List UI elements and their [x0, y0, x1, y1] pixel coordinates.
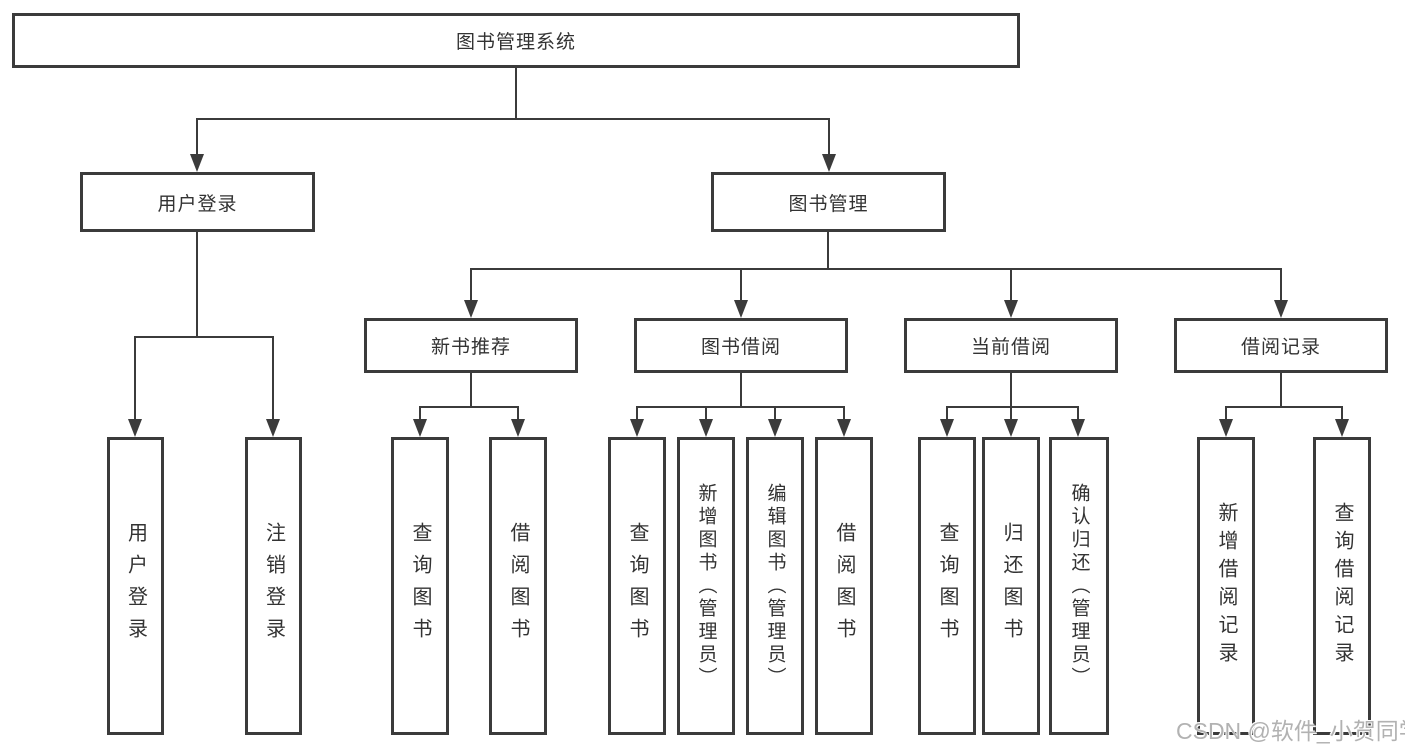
connector-line — [843, 406, 845, 421]
node-book-management: 图书管理 — [711, 172, 946, 232]
node-user-login: 用户登录 — [80, 172, 315, 232]
arrow-down-icon — [266, 419, 280, 437]
node-library-management-system: 图书管理系统 — [12, 13, 1020, 68]
arrow-down-icon — [413, 419, 427, 437]
connector-line — [1077, 406, 1079, 421]
connector-line — [740, 373, 742, 406]
csdn-watermark: CSDN @软件_小贺同学 — [1176, 718, 1405, 744]
connector-line — [828, 118, 830, 156]
arrow-down-icon — [128, 419, 142, 437]
node-confirm-return-admin: 确认归还（管理员） — [1049, 437, 1109, 735]
connector-line — [740, 268, 742, 302]
node-new-book-recommend: 新书推荐 — [364, 318, 578, 373]
connector-line — [827, 232, 829, 268]
arrow-down-icon — [630, 419, 644, 437]
connector-line — [946, 406, 948, 421]
node-borrow-books: 借阅图书 — [489, 437, 547, 735]
arrow-down-icon — [699, 419, 713, 437]
node-borrowing-records: 借阅记录 — [1174, 318, 1388, 373]
node-add-books-admin: 新增图书（管理员） — [677, 437, 735, 735]
arrow-down-icon — [734, 300, 748, 318]
arrow-down-icon — [511, 419, 525, 437]
arrow-down-icon — [464, 300, 478, 318]
connector-line — [705, 406, 707, 421]
node-edit-books-admin: 编辑图书（管理员） — [746, 437, 804, 735]
arrow-down-icon — [837, 419, 851, 437]
node-add-borrow-record: 新增借阅记录 — [1197, 437, 1255, 735]
arrow-down-icon — [1004, 419, 1018, 437]
connector-line — [517, 406, 519, 421]
connector-line — [470, 373, 472, 406]
arrow-down-icon — [1219, 419, 1233, 437]
connector-line — [946, 406, 1078, 408]
node-query-books: 查询图书 — [391, 437, 449, 735]
arrow-down-icon — [1071, 419, 1085, 437]
connector-line — [1341, 406, 1343, 421]
connector-line — [1010, 268, 1012, 302]
arrow-down-icon — [822, 154, 836, 172]
arrow-down-icon — [1004, 300, 1018, 318]
connector-line — [1225, 406, 1343, 408]
connector-line — [134, 336, 136, 421]
connector-line — [470, 268, 1282, 270]
node-query-borrow-record: 查询借阅记录 — [1313, 437, 1371, 735]
node-query-books: 查询图书 — [608, 437, 666, 735]
connector-line — [470, 268, 472, 302]
arrow-down-icon — [768, 419, 782, 437]
node-query-books: 查询图书 — [918, 437, 976, 735]
node-user-login-leaf: 用户登录 — [107, 437, 164, 735]
connector-line — [196, 232, 198, 336]
arrow-down-icon — [1274, 300, 1288, 318]
node-borrow-books: 借阅图书 — [815, 437, 873, 735]
connector-line — [196, 118, 830, 120]
node-return-books: 归还图书 — [982, 437, 1040, 735]
node-current-borrowing: 当前借阅 — [904, 318, 1118, 373]
connector-line — [1010, 373, 1012, 406]
node-book-borrowing: 图书借阅 — [634, 318, 848, 373]
connector-line — [1280, 373, 1282, 406]
connector-line — [1010, 406, 1012, 421]
arrow-down-icon — [190, 154, 204, 172]
connector-line — [774, 406, 776, 421]
node-logout-leaf: 注销登录 — [245, 437, 302, 735]
arrow-down-icon — [940, 419, 954, 437]
connector-line — [1225, 406, 1227, 421]
connector-line — [636, 406, 638, 421]
arrow-down-icon — [1335, 419, 1349, 437]
connector-line — [272, 336, 274, 421]
connector-line — [1280, 268, 1282, 302]
connector-line — [419, 406, 421, 421]
connector-line — [134, 336, 274, 338]
connector-line — [636, 406, 845, 408]
connector-line — [196, 118, 198, 156]
connector-line — [515, 68, 517, 118]
connector-line — [419, 406, 519, 408]
